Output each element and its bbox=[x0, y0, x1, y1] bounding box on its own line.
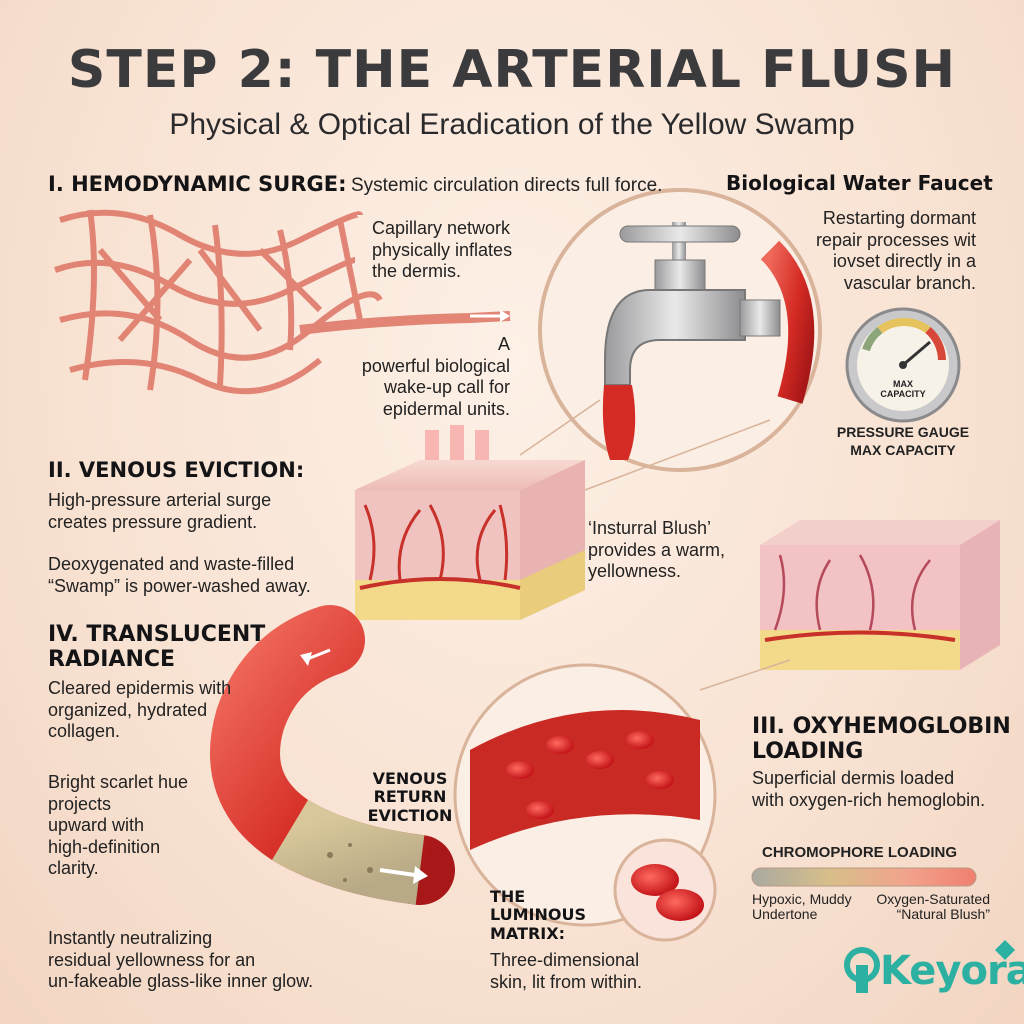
page-subtitle: Physical & Optical Eradication of the Ye… bbox=[169, 108, 855, 141]
section-3-heading: III. OXYHEMOGLOBIN LOADING bbox=[752, 714, 1011, 765]
wakeup-note: A powerful biological wake-up call for e… bbox=[361, 334, 510, 419]
pressure-gauge-icon bbox=[845, 307, 961, 423]
section-2-p2: Deoxygenated and waste-filled “Swamp” is… bbox=[48, 554, 311, 596]
gauge-label: PRESSURE GAUGE MAX CAPACITY bbox=[836, 424, 970, 458]
red-blood-cell-illustration bbox=[453, 663, 717, 942]
capillary-network bbox=[53, 209, 511, 395]
section-3-text: Superficial dermis loaded with oxygen-ri… bbox=[752, 768, 986, 810]
section-4-p3: Instantly neutralizing residual yellowne… bbox=[48, 928, 314, 992]
section-2-p1: High-pressure arterial surge creates pre… bbox=[48, 490, 272, 532]
section-1-heading: I. HEMODYNAMIC SURGE: bbox=[48, 172, 347, 196]
brand-logo: Keyora bbox=[880, 948, 1024, 994]
skin-block-2-illustration bbox=[760, 520, 1000, 670]
logo-icon bbox=[844, 940, 1015, 993]
chromophore-title: CHROMOPHORE LOADING bbox=[762, 844, 957, 861]
section-4-p1: Cleared epidermis with organized, hydrat… bbox=[48, 678, 232, 742]
faucet-note: Restarting dormant repair processes wit … bbox=[815, 208, 976, 293]
gauge-face-label: MAX CAPACITY bbox=[880, 379, 926, 399]
capillary-note: Capillary network physically inflates th… bbox=[372, 218, 513, 282]
section-4-heading: IV. TRANSLUCENT RADIANCE bbox=[48, 622, 266, 673]
section-1-header: I. HEMODYNAMIC SURGE: Systemic circulati… bbox=[48, 172, 708, 198]
faucet-title: Biological Water Faucet bbox=[726, 171, 993, 195]
blush-note: ‘Insturral Blush’ provides a warm, yello… bbox=[588, 518, 726, 582]
matrix-heading: THE LUMINOUS MATRIX: bbox=[490, 887, 586, 943]
artery-illustration bbox=[210, 605, 455, 905]
section-1-text: Systemic circulation directs full force. bbox=[350, 175, 663, 196]
scale-right-label: Oxygen-Saturated “Natural Blush” bbox=[876, 891, 990, 923]
venous-return-label: VENOUS RETURN EVICTION bbox=[367, 769, 453, 825]
section-4-p2: Bright scarlet hue projects upward with … bbox=[48, 772, 189, 879]
section-2-heading: II. VENOUS EVICTION: bbox=[48, 458, 305, 482]
matrix-text: Three-dimensional skin, lit from within. bbox=[490, 950, 643, 992]
scale-left-label: Hypoxic, Muddy Undertone bbox=[752, 891, 852, 923]
faucet-illustration bbox=[538, 188, 822, 472]
chromophore-scale-bar bbox=[751, 867, 977, 887]
skin-block-illustration bbox=[355, 460, 585, 620]
page-title: STEP 2: THE ARTERIAL FLUSH bbox=[67, 40, 957, 100]
